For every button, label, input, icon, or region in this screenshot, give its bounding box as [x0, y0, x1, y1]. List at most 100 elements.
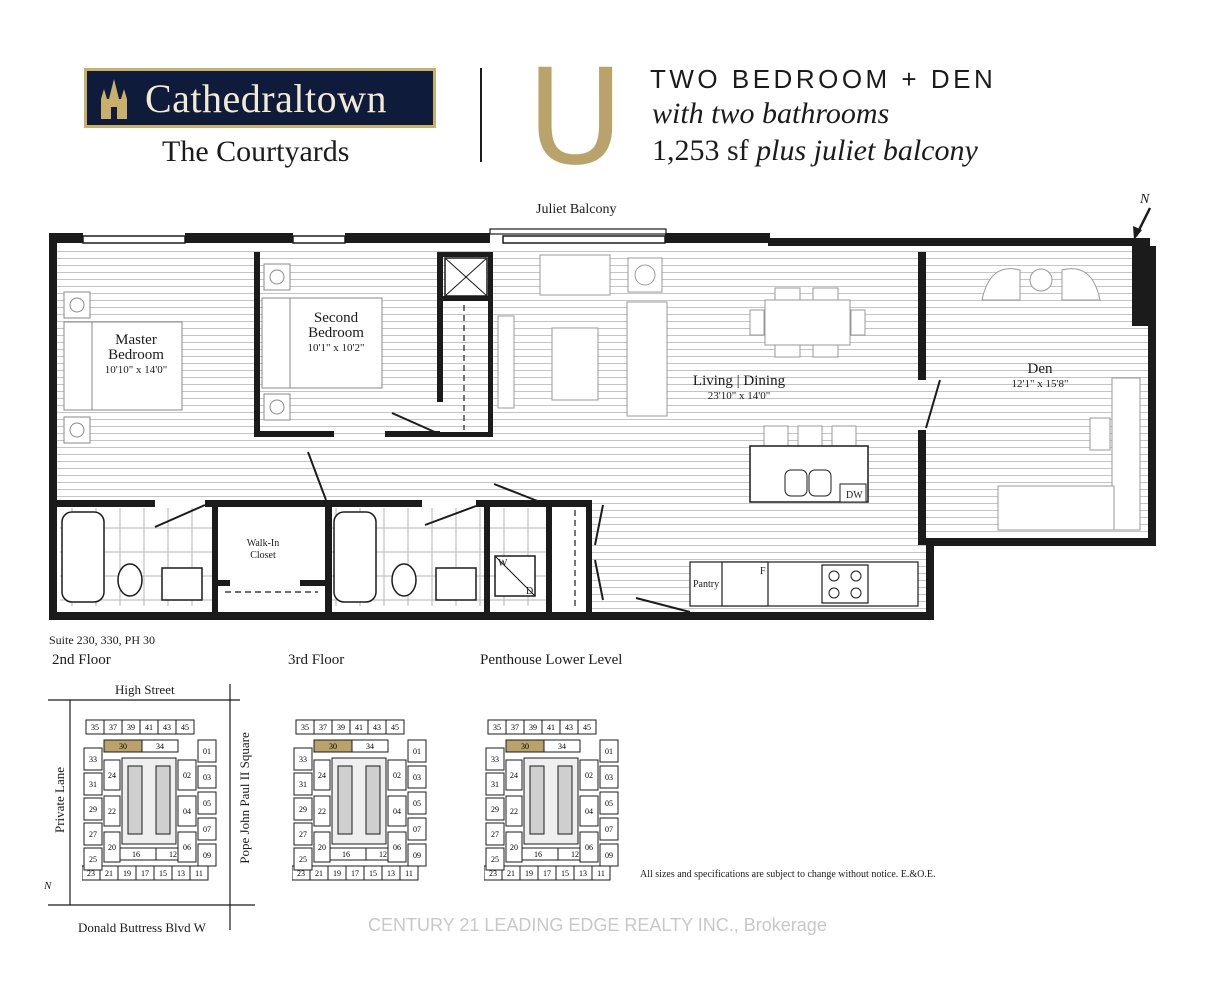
unit-number: 06 [393, 843, 401, 852]
keyplan-cell [599, 739, 619, 763]
living-dim: 23'10" x 14'0" [707, 390, 771, 402]
fridge-label: F [760, 566, 766, 577]
keyplan-cell [197, 765, 217, 789]
unit-number: 09 [605, 851, 613, 860]
keyplan-cell [293, 747, 313, 771]
unit-number: 17 [141, 869, 149, 878]
juliet-balcony-label: Juliet Balcony [536, 202, 617, 217]
disclaimer: All sizes and specifications are subject… [640, 869, 936, 880]
unit-number: 20 [510, 843, 518, 852]
keyplan-cell [599, 791, 619, 815]
keyplan-cell [599, 817, 619, 841]
courtyard-planter [529, 765, 545, 835]
unit-number: 02 [585, 771, 593, 780]
unit-number: 27 [89, 830, 97, 839]
unit-number: 45 [583, 723, 591, 732]
unit-number: 39 [127, 723, 135, 732]
unit-number: 01 [413, 747, 421, 756]
unit-number: 25 [299, 855, 307, 864]
unit-number: 30 [521, 742, 529, 751]
keyplan-cell [293, 772, 313, 796]
unit-number: 45 [391, 723, 399, 732]
unit-number: 43 [163, 723, 171, 732]
unit-number: 37 [511, 723, 519, 732]
unit-number: 04 [183, 807, 191, 816]
keyplan-cell [579, 759, 599, 791]
project-subtitle: The Courtyards [162, 135, 350, 168]
unit-number: 04 [393, 807, 401, 816]
keyplan-cell [197, 843, 217, 867]
unit-number: 27 [491, 830, 499, 839]
unit-number: 43 [373, 723, 381, 732]
cathedral-icon [101, 79, 127, 119]
unit-number: 03 [413, 773, 421, 782]
keyplan-cell [485, 772, 505, 796]
keyplan-cell [313, 795, 331, 827]
unit-number: 22 [108, 807, 116, 816]
unit-number: 35 [91, 723, 99, 732]
unit-number: 22 [318, 807, 326, 816]
donald-buttress-label: Donald Buttress Blvd W [78, 920, 206, 935]
unit-number: 15 [159, 869, 167, 878]
keyplan-cell [177, 831, 197, 863]
dryer-label: D [526, 586, 534, 597]
keyplan-cell [83, 822, 103, 846]
master-label-2: Bedroom [108, 347, 164, 363]
unit-number: 03 [605, 773, 613, 782]
unit-balcony: plus juliet balcony [756, 134, 978, 167]
unit-bathrooms: with two bathrooms [652, 97, 890, 130]
keyplan-cell [83, 747, 103, 771]
unit-number: 21 [507, 869, 515, 878]
keyplan-cell [103, 795, 121, 827]
courtyard-planter [127, 765, 143, 835]
unit-number: 20 [318, 843, 326, 852]
keyplan-cell [407, 739, 427, 763]
unit-number: 06 [183, 843, 191, 852]
unit-number: 21 [105, 869, 113, 878]
unit-number: 07 [413, 825, 421, 834]
cathedraltown-logo: Cathedraltown [84, 68, 436, 128]
unit-number: 11 [195, 869, 203, 878]
keyplan-cell [505, 759, 523, 791]
keyplan-cell [577, 719, 597, 735]
keyplan-cell [387, 759, 407, 791]
suite-list: Suite 230, 330, PH 30 [49, 633, 156, 647]
unit-number: 25 [491, 855, 499, 864]
unit-number: 33 [491, 755, 499, 764]
keyplan-cell [313, 759, 331, 791]
unit-number: 41 [355, 723, 363, 732]
keyplan-cell [387, 831, 407, 863]
unit-number: 01 [203, 747, 211, 756]
unit-letter: U [527, 41, 624, 195]
interior-walls [55, 252, 926, 612]
unit-number: 33 [89, 755, 97, 764]
unit-number: 34 [366, 742, 374, 751]
unit-number: 21 [315, 869, 323, 878]
keyplan-cell [197, 791, 217, 815]
keyplan-cell [599, 765, 619, 789]
unit-number: 29 [89, 805, 97, 814]
keyplan-cell [485, 847, 505, 871]
keyplan-cell [197, 739, 217, 763]
master-bedroom-label: Master Bedroom 10'10" x 14'0" [94, 333, 178, 378]
unit-number: 13 [387, 869, 395, 878]
unit-number: 29 [491, 805, 499, 814]
unit-number: 13 [579, 869, 587, 878]
brand-name: Cathedraltown [145, 76, 387, 121]
unit-number: 31 [491, 780, 499, 789]
unit-number: 39 [337, 723, 345, 732]
unit-number: 29 [299, 805, 307, 814]
unit-number: 16 [132, 850, 140, 859]
unit-number: 30 [329, 742, 337, 751]
brokerage-watermark: CENTURY 21 LEADING EDGE REALTY INC., Bro… [368, 915, 827, 935]
dishwasher-label: DW [846, 490, 863, 501]
unit-number: 45 [181, 723, 189, 732]
unit-number: 37 [109, 723, 117, 732]
unit-number: 11 [597, 869, 605, 878]
